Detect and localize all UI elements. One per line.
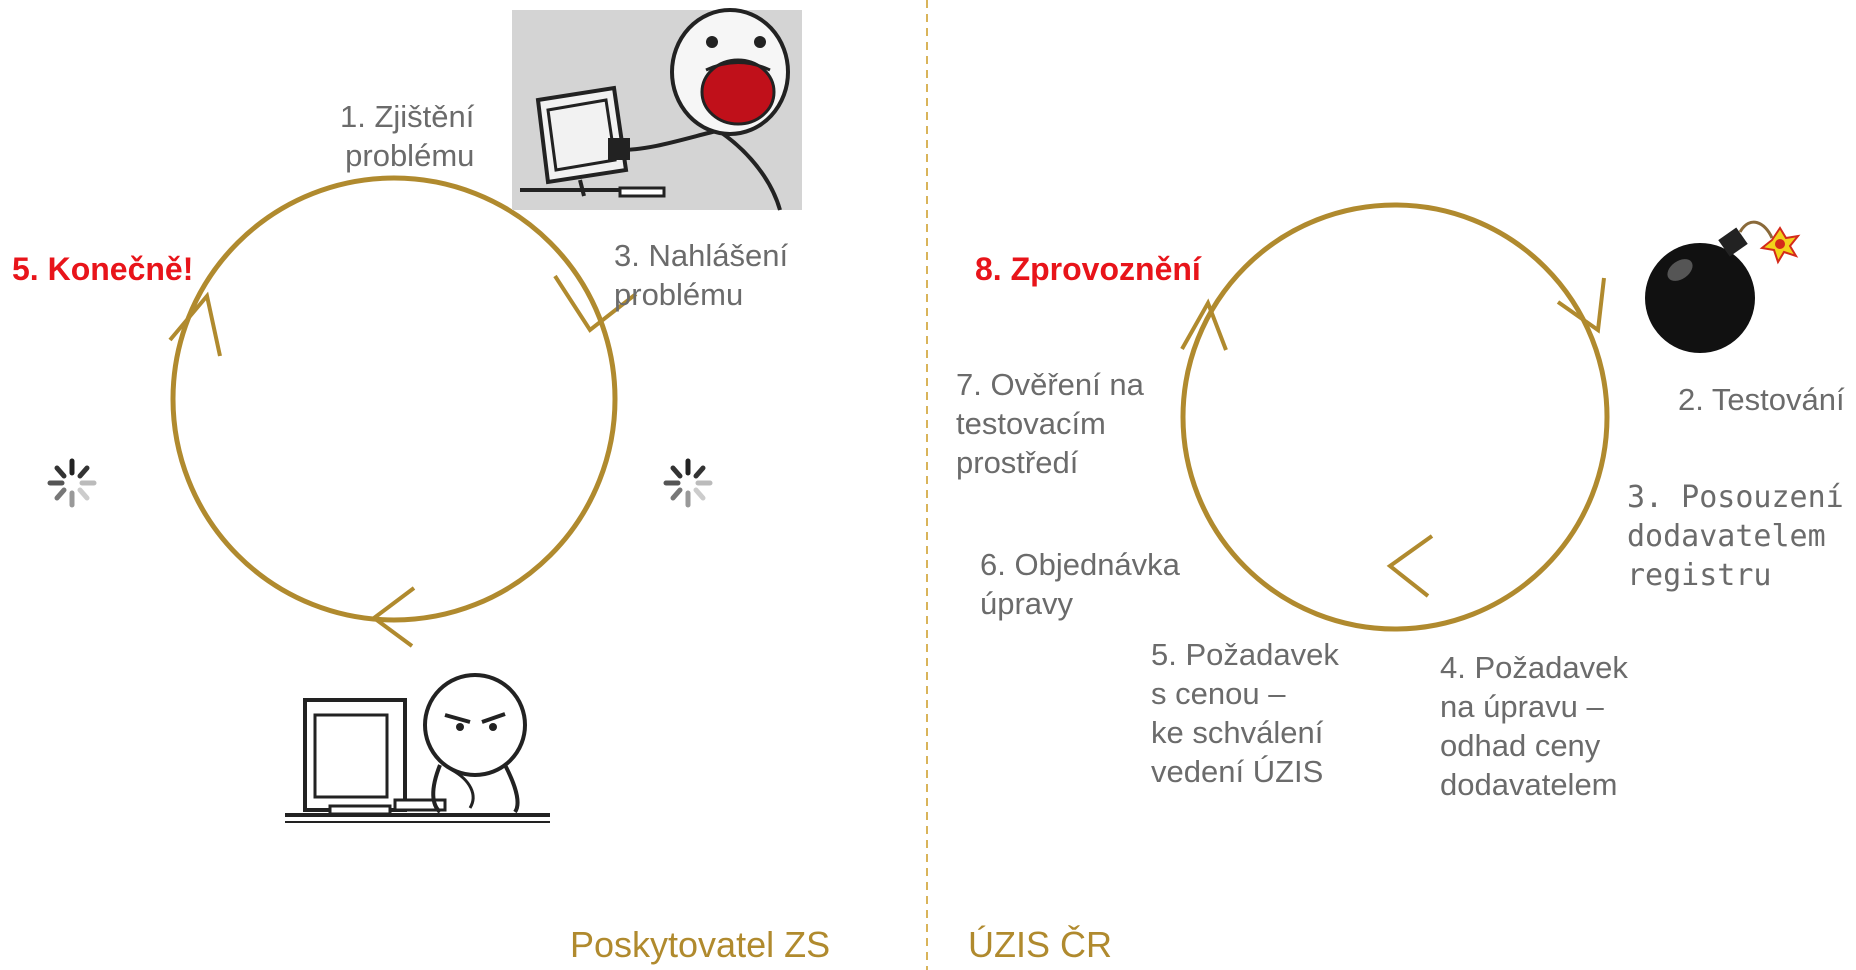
step-3-right-line2: dodavatelem: [1627, 519, 1826, 554]
left-arrowhead-left: [168, 291, 222, 357]
step-2-text: 2. Testování: [1678, 382, 1845, 417]
left-arrowhead-bottom: [370, 586, 416, 648]
step-4-line2: na úpravu –: [1440, 689, 1604, 724]
step-5-line2: s cenou –: [1151, 676, 1286, 711]
step-5-line3: ke schválení: [1151, 715, 1324, 750]
step-4-line4: dodavatelem: [1440, 767, 1618, 802]
step-5-konecne: 5. Konečně!: [12, 250, 193, 289]
step-3-line1: 3. Nahlášení: [614, 238, 789, 273]
right-section-title: ÚZIS ČR: [968, 924, 1112, 965]
step-6-right-label: 6. Objednávka úpravy: [980, 545, 1180, 623]
step-5-text: 5. Konečně!: [12, 251, 194, 287]
waiting-at-computer-meme: [285, 673, 550, 823]
bomb-icon: [1645, 220, 1801, 353]
step-7-right-label: 7. Ověření na testovacím prostředí: [956, 365, 1144, 482]
step-2-label: 2. Testování: [1678, 380, 1845, 419]
left-cycle-circle: [170, 175, 618, 623]
step-1-line2: problému: [345, 138, 475, 173]
right-cycle-circle: [1180, 202, 1610, 632]
step-4-line3: odhad ceny: [1440, 728, 1601, 763]
right-arrowhead-right: [1556, 277, 1606, 334]
right-arrowhead-bottom: [1386, 534, 1434, 598]
step-5-line4: vedení ÚZIS: [1151, 754, 1324, 789]
screaming-at-computer-meme: [512, 8, 802, 211]
step-5-line1: 5. Požadavek: [1151, 637, 1339, 672]
step-3-line2: problému: [614, 277, 744, 312]
step-3-label: 3. Nahlášení problému: [614, 236, 788, 314]
step-8-zprovozneni: 8. Zprovoznění: [975, 250, 1201, 289]
step-7-line2: testovacím: [956, 406, 1106, 441]
step-6-line2: úpravy: [980, 586, 1074, 621]
left-section-title: Poskytovatel ZS: [570, 924, 831, 965]
step-5-right-label: 5. Požadavek s cenou – ke schválení vede…: [1151, 635, 1339, 791]
step-3-right-line3: registru: [1627, 558, 1772, 593]
step-4-line1: 4. Požadavek: [1440, 650, 1628, 685]
step-1-line1: 1. Zjištění: [340, 99, 475, 134]
step-6-line1: 6. Objednávka: [980, 547, 1180, 582]
left-arrowhead-right: [553, 274, 638, 333]
step-3-right-line1: 3. Posouzení: [1627, 480, 1844, 515]
step-1-label: 1. Zjištění problému: [340, 97, 474, 175]
loading-spinner-icon: [663, 458, 713, 508]
step-4-right-label: 4. Požadavek na úpravu – odhad ceny doda…: [1440, 648, 1628, 804]
step-8-text: 8. Zprovoznění: [975, 251, 1201, 287]
step-3-right-label: 3. Posouzení dodavatelem registru: [1627, 478, 1844, 595]
step-7-line3: prostředí: [956, 445, 1079, 480]
loading-spinner-icon: [47, 458, 97, 508]
step-7-line1: 7. Ověření na: [956, 367, 1144, 402]
right-arrowhead-left: [1180, 298, 1228, 351]
